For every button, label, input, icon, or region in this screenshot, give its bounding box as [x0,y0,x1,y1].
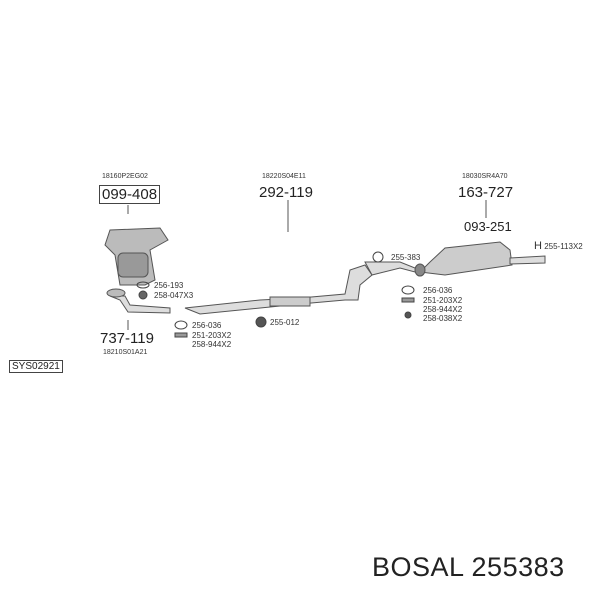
accessory-label[interactable]: 258-944X2 [423,305,463,314]
accessory-label[interactable]: 256-036 [423,286,453,295]
oem-number: 18220S04E11 [262,173,306,180]
accessory-label[interactable]: H 255-113X2 [534,240,583,252]
accessory-label[interactable]: 255-012 [270,318,300,327]
brand-part-title: BOSAL 255383 [372,552,565,582]
accessory-label[interactable]: 256-036 [192,321,222,330]
part-number-link[interactable]: 099-408 [99,185,161,204]
middle-pipe [184,264,373,315]
rear-muffler [418,241,513,276]
part-number-link[interactable]: 737-119 [100,330,154,347]
accessory-label[interactable]: 258-047X3 [154,291,194,300]
part-number-link[interactable]: 163-727 [458,184,514,201]
hanger-icon: H [534,240,542,252]
oem-number: 18030SR4A70 [462,173,508,180]
front-pipe [109,295,171,314]
part-number-link[interactable]: 093-251 [464,219,512,234]
accessory-label[interactable]: 251-203X2 [192,331,232,340]
system-code: SYS02921 [9,360,63,373]
accessory-label[interactable]: 258-038X2 [423,314,463,323]
accessory-number: 255-113X2 [544,242,583,251]
accessory-label[interactable]: 251-203X2 [423,296,463,305]
oem-number: 18160P2EG02 [102,173,148,180]
accessory-label[interactable]: 255-383 [391,253,421,262]
part-number-link[interactable]: 292-119 [259,184,313,201]
accessory-label[interactable]: 258-944X2 [192,340,232,349]
accessory-label[interactable]: 256-193 [154,281,184,290]
oem-number: 18210S01A21 [103,349,148,356]
